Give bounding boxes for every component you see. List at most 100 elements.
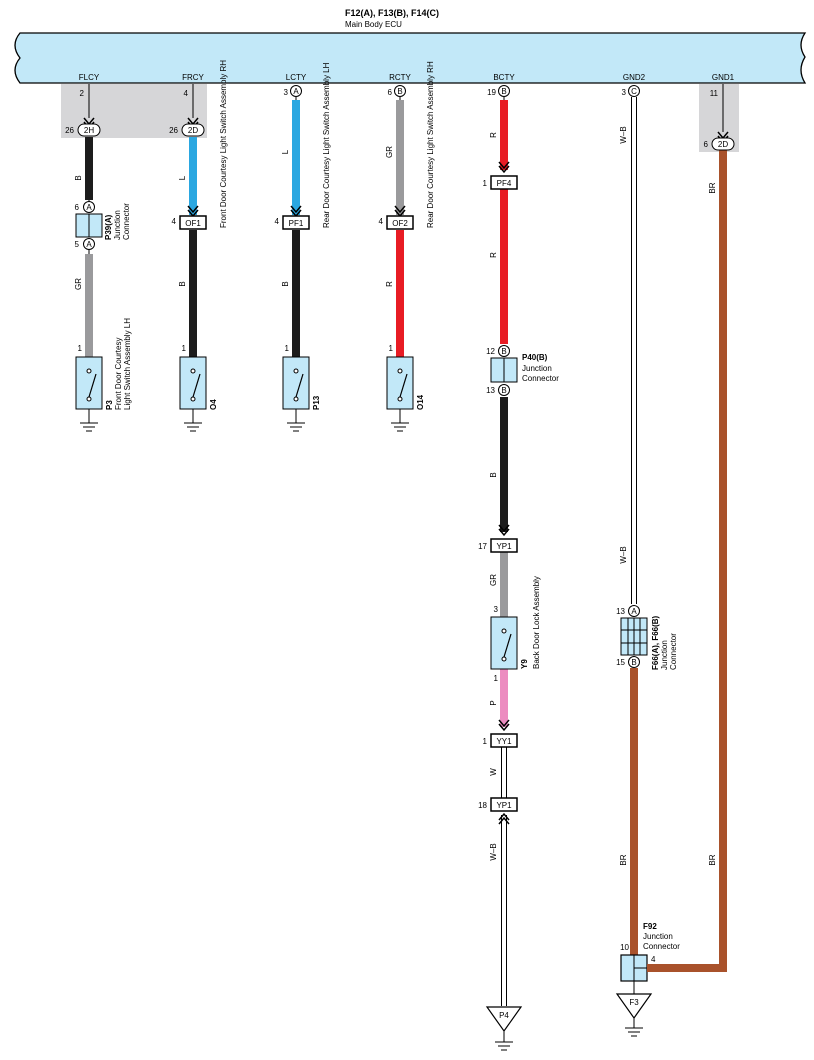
inline-pin-yp1-b: 18 bbox=[478, 801, 487, 810]
y9-pin-bottom: 1 bbox=[494, 674, 499, 683]
p39-pin-bottom: 5 bbox=[75, 240, 80, 249]
ecu-body bbox=[14, 32, 807, 84]
wire-label-bcty-6: W bbox=[489, 768, 498, 776]
p13-pin: 1 bbox=[285, 344, 290, 353]
inline-pin-of2: 4 bbox=[379, 217, 384, 226]
f92-desc-2: Connector bbox=[643, 942, 680, 951]
y9-id: Y9 bbox=[520, 659, 529, 669]
svg-text:B: B bbox=[501, 347, 506, 356]
inline-pin-yy1: 1 bbox=[483, 737, 488, 746]
wire-label-rcty-2: R bbox=[385, 281, 394, 287]
svg-text:P4: P4 bbox=[499, 1011, 509, 1020]
svg-text:2H: 2H bbox=[84, 126, 94, 135]
switch-p13 bbox=[282, 356, 310, 410]
ground-symbol-p13 bbox=[287, 409, 305, 432]
ground-symbol-p3 bbox=[80, 409, 98, 432]
svg-text:A: A bbox=[293, 87, 299, 96]
svg-text:C: C bbox=[631, 87, 637, 96]
wire-label-lcty-1: L bbox=[281, 149, 290, 154]
ground-symbol-o4 bbox=[184, 409, 202, 432]
o4-pin: 1 bbox=[182, 344, 187, 353]
inline-pin-pf1: 4 bbox=[275, 217, 280, 226]
f66-desc-2: Connector bbox=[669, 633, 678, 670]
pin-frcy: 4 bbox=[184, 89, 189, 98]
p40-id: P40(B) bbox=[522, 353, 548, 362]
inline-connector-yp1-a: YP1 bbox=[490, 538, 518, 553]
inline-connector-pf1: PF1 bbox=[282, 215, 310, 230]
wire-label-bcty-4: GR bbox=[489, 574, 498, 586]
junction-p40: B B bbox=[490, 345, 518, 396]
wire-label-gnd2-2: W–B bbox=[619, 546, 628, 563]
pin-rcty: 6 bbox=[388, 88, 393, 97]
svg-text:B: B bbox=[501, 87, 506, 96]
p40-pin-bottom: 13 bbox=[486, 386, 495, 395]
inline-pin-of1: 4 bbox=[172, 217, 177, 226]
p3-desc-2: Light Switch Assembly LH bbox=[123, 318, 132, 410]
inline-pin-2h: 26 bbox=[65, 126, 74, 135]
switch-o14 bbox=[386, 356, 414, 410]
p39-pin-top: 6 bbox=[75, 203, 80, 212]
wire-label-bcty-1: R bbox=[489, 132, 498, 138]
terminal-flcy: FLCY bbox=[79, 73, 100, 82]
pin-lcty: 3 bbox=[284, 88, 289, 97]
wire-label-rcty-1: GR bbox=[385, 146, 394, 158]
inline-connector-yp1-b: YP1 bbox=[490, 797, 518, 812]
junction-f66: A B bbox=[620, 605, 648, 668]
svg-text:B: B bbox=[397, 87, 402, 96]
o4-id: O4 bbox=[209, 399, 218, 410]
p39-id: P39(A) bbox=[104, 214, 113, 240]
svg-text:A: A bbox=[86, 240, 92, 249]
svg-text:B: B bbox=[631, 658, 636, 667]
inline-connector-2h: 2H bbox=[77, 123, 101, 137]
p3-pin: 1 bbox=[78, 344, 83, 353]
plug-rcty: B bbox=[394, 85, 406, 97]
wire-label-bcty-5: P bbox=[489, 700, 498, 705]
ecu-name: Main Body ECU bbox=[345, 20, 402, 29]
f92-desc-1: Junction bbox=[643, 932, 673, 941]
y9-pin-top: 3 bbox=[494, 605, 499, 614]
terminal-bcty: BCTY bbox=[493, 73, 515, 82]
plug-gnd2: C bbox=[628, 85, 640, 97]
ecu-connector-codes: F12(A), F13(B), F14(C) bbox=[345, 8, 439, 18]
svg-text:YY1: YY1 bbox=[496, 737, 512, 746]
wire-label-gnd1-2: BR bbox=[708, 854, 717, 865]
p13-id: P13 bbox=[312, 395, 321, 410]
svg-text:B: B bbox=[501, 386, 506, 395]
terminal-gnd2: GND2 bbox=[623, 73, 646, 82]
wire-label-flcy-1: B bbox=[74, 175, 83, 180]
svg-text:PF1: PF1 bbox=[289, 219, 304, 228]
wire-label-bcty-2: R bbox=[489, 252, 498, 258]
terminal-rcty: RCTY bbox=[389, 73, 411, 82]
wire-label-gnd2-1: W–B bbox=[619, 126, 628, 143]
inline-pin-2d: 26 bbox=[169, 126, 178, 135]
f92-pin-a: 10 bbox=[620, 943, 629, 952]
p40-desc-1: Junction bbox=[522, 364, 552, 373]
wire-label-bcty-3: B bbox=[489, 472, 498, 477]
p3-id: P3 bbox=[105, 400, 114, 410]
pin-bcty: 19 bbox=[487, 88, 496, 97]
inline-connector-of2: OF2 bbox=[386, 215, 414, 230]
p13-desc: Rear Door Courtesy Light Switch Assembly… bbox=[322, 62, 331, 228]
p39-desc-2: Connector bbox=[122, 203, 131, 240]
plug-bcty: B bbox=[498, 85, 510, 97]
svg-text:YP1: YP1 bbox=[496, 542, 512, 551]
wire-label-frcy-1: L bbox=[178, 175, 187, 180]
svg-text:2D: 2D bbox=[718, 140, 728, 149]
terminal-frcy: FRCY bbox=[182, 73, 204, 82]
inline-connector-yy1: YY1 bbox=[490, 733, 518, 748]
wire-label-lcty-2: B bbox=[281, 281, 290, 286]
inline-pin-pf4: 1 bbox=[483, 179, 488, 188]
svg-text:YP1: YP1 bbox=[496, 801, 512, 810]
switch-p3 bbox=[75, 356, 103, 410]
svg-text:F3: F3 bbox=[629, 998, 639, 1007]
ground-symbol-o14 bbox=[391, 409, 409, 432]
f92-id: F92 bbox=[643, 922, 657, 931]
o14-id: O14 bbox=[416, 394, 425, 410]
p3-desc-1: Front Door Courtesy bbox=[114, 338, 123, 410]
svg-text:OF2: OF2 bbox=[392, 219, 408, 228]
ground-p4: P4 bbox=[485, 1006, 523, 1051]
o4-desc: Front Door Courtesy Light Switch Assembl… bbox=[219, 60, 228, 228]
pin-flcy: 2 bbox=[80, 89, 85, 98]
wire-label-gnd2-3: BR bbox=[619, 854, 628, 865]
switch-o4 bbox=[179, 356, 207, 410]
